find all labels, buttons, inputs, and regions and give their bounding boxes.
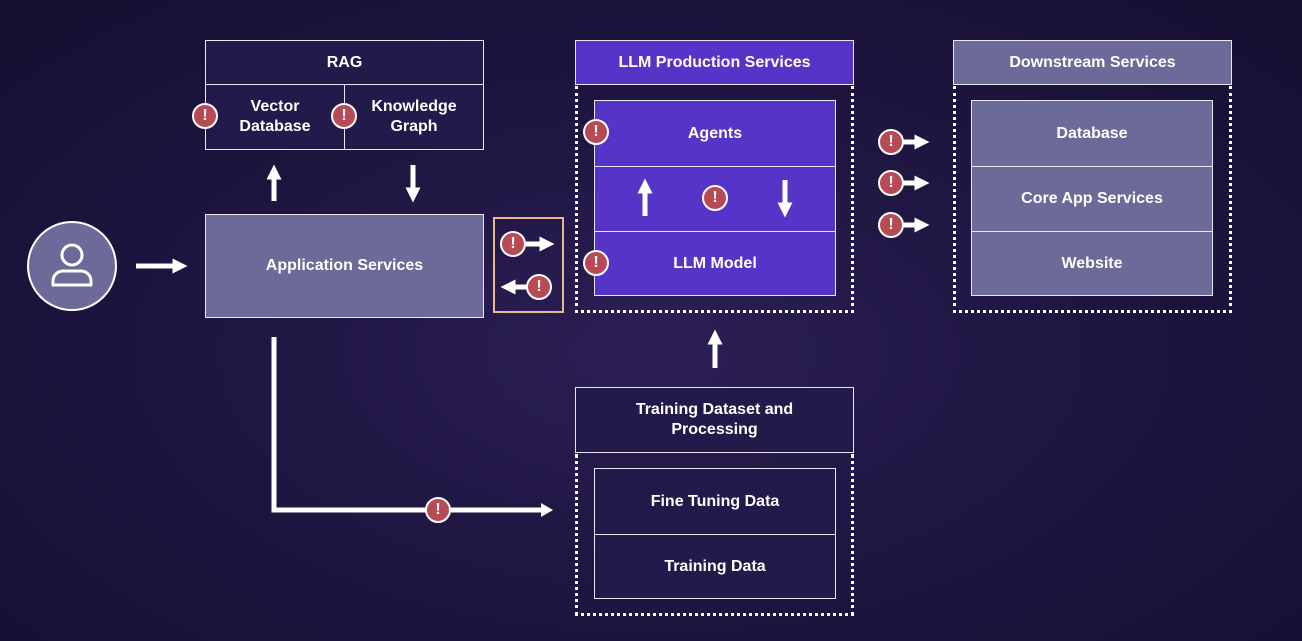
downstream-title-box: Downstream Services: [953, 40, 1232, 85]
warning-icon[interactable]: !: [583, 119, 609, 145]
training-title: Training Dataset and Processing: [635, 401, 794, 438]
application-services-label: Application Services: [265, 257, 424, 274]
downstream-database-box[interactable]: Database: [971, 100, 1213, 167]
app-to-training-path: [271, 337, 545, 513]
knowledge-graph-label: Knowledge Graph: [371, 98, 457, 135]
app-to-training-arrowhead: [541, 503, 553, 517]
website-box[interactable]: Website: [971, 231, 1213, 296]
application-services-box[interactable]: Application Services: [205, 214, 484, 318]
warning-icon[interactable]: !: [331, 103, 357, 129]
warning-icon[interactable]: !: [878, 170, 904, 196]
llm-production-title: LLM Production Services: [618, 53, 811, 71]
training-data-box[interactable]: Training Data: [594, 534, 836, 599]
rag-title: RAG: [326, 53, 363, 71]
user-icon: [51, 243, 93, 287]
warning-icon[interactable]: !: [425, 497, 451, 523]
gateway-box: [493, 217, 564, 313]
llm-model-label: LLM Model: [673, 254, 757, 272]
agents-label: Agents: [687, 124, 743, 142]
warning-icon[interactable]: !: [702, 185, 728, 211]
core-app-services-box[interactable]: Core App Services: [971, 166, 1213, 232]
warning-icon[interactable]: !: [500, 231, 526, 257]
agents-box[interactable]: Agents: [594, 100, 836, 167]
warning-icon[interactable]: !: [878, 212, 904, 238]
warning-icon[interactable]: !: [192, 103, 218, 129]
fine-tuning-data-label: Fine Tuning Data: [650, 492, 780, 510]
downstream-container: [953, 86, 1232, 313]
warning-icon[interactable]: !: [526, 274, 552, 300]
training-title-box: Training Dataset and Processing: [575, 387, 854, 453]
warning-icon[interactable]: !: [878, 129, 904, 155]
fine-tuning-data-box[interactable]: Fine Tuning Data: [594, 468, 836, 535]
downstream-title: Downstream Services: [1009, 53, 1176, 71]
core-app-services-label: Core App Services: [1021, 190, 1163, 207]
llm-model-box[interactable]: LLM Model: [594, 231, 836, 296]
vector-database-box[interactable]: Vector Database: [205, 84, 345, 150]
website-label: Website: [1061, 254, 1123, 272]
vector-database-label: Vector Database: [239, 98, 311, 135]
downstream-database-label: Database: [1056, 124, 1128, 142]
rag-title-box: RAG: [205, 40, 484, 85]
llm-production-title-box: LLM Production Services: [575, 40, 854, 85]
llm-production-container: [575, 86, 854, 313]
warning-icon[interactable]: !: [583, 250, 609, 276]
user-avatar: [27, 221, 117, 311]
training-container: [575, 454, 854, 616]
training-data-label: Training Data: [664, 557, 766, 575]
